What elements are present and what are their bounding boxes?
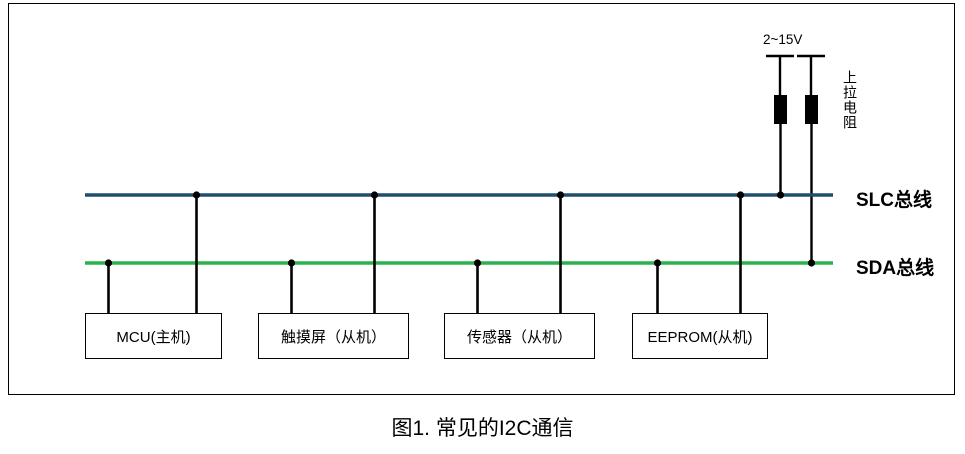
sda-bus-label: SDA总线 xyxy=(856,258,935,279)
supply-voltage-label: 2~15V xyxy=(763,32,803,47)
device-box-touchscreen[interactable]: 触摸屏（从机） xyxy=(258,313,409,359)
device-box-mcu[interactable]: MCU(主机) xyxy=(85,313,222,359)
pullup-resistor-label: 上拉电阻 xyxy=(842,70,858,130)
device-box-eeprom[interactable]: EEPROM(从机) xyxy=(632,313,768,359)
slc-bus-label: SLC总线 xyxy=(856,190,933,211)
figure-caption: 图1. 常见的I2C通信 xyxy=(391,417,574,440)
device-box-sensor[interactable]: 传感器（从机） xyxy=(444,313,595,359)
